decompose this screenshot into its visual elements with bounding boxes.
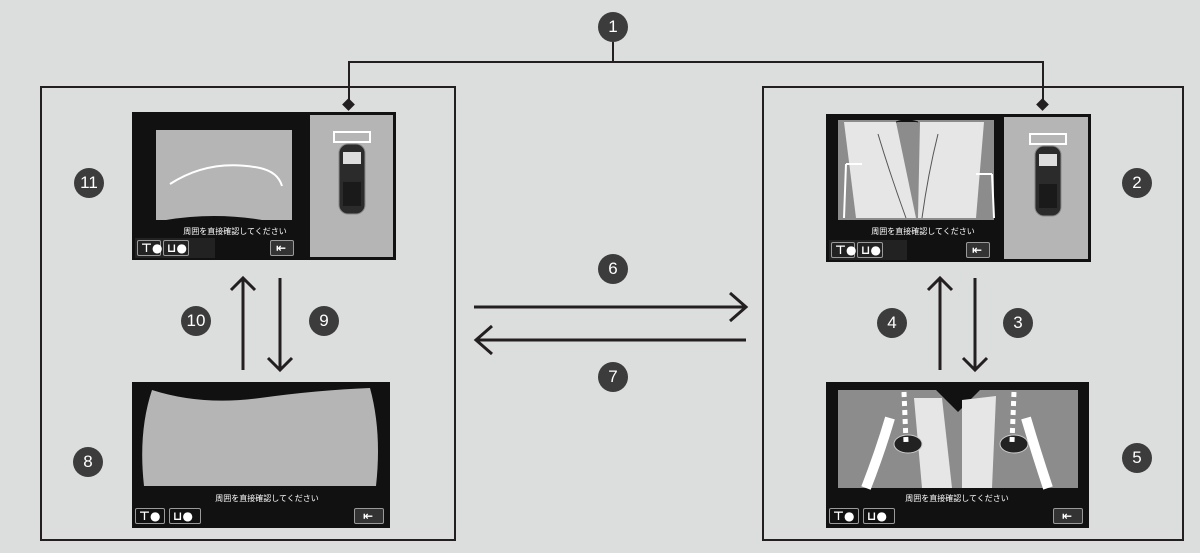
- right-mode-panel: [762, 86, 1184, 541]
- sensor-icon[interactable]: ⊤●: [137, 240, 162, 256]
- callout-badge-5: 5: [1122, 443, 1152, 473]
- camera-view-top-right: [838, 117, 1088, 259]
- guide-line-icon[interactable]: ⊔●: [169, 508, 201, 524]
- exit-icon[interactable]: ⇤: [354, 508, 384, 524]
- caption-bottom-right: 周囲を直接確認してください: [905, 494, 1009, 503]
- caption-top-left: 周囲を直接確認してください: [183, 227, 287, 236]
- callout-badge-4: 4: [877, 308, 907, 338]
- icon-bar-top-left: [135, 238, 215, 258]
- callout-badge-6: 6: [598, 254, 628, 284]
- sensor-icon[interactable]: ⊤●: [135, 508, 165, 524]
- arrow-up-left: [229, 275, 257, 370]
- car-top-view-icon: [1029, 133, 1067, 217]
- callout-badge-9: 9: [309, 306, 339, 336]
- arrow-left-horizontal: [473, 324, 746, 356]
- exit-icon[interactable]: ⇤: [1053, 508, 1083, 524]
- arrow-right-horizontal: [474, 291, 749, 323]
- exit-icon[interactable]: ⇤: [270, 240, 294, 256]
- car-top-view-icon: [333, 131, 371, 215]
- arrow-down-right: [961, 278, 989, 373]
- callout-badge-2: 2: [1122, 168, 1152, 198]
- callout-badge-7: 7: [598, 362, 628, 392]
- guide-line-icon[interactable]: ⊔●: [857, 242, 883, 258]
- caption-top-right: 周囲を直接確認してください: [871, 227, 975, 236]
- screen-bottom-right: 周囲を直接確認してください ⊤● ⊔● ⇤: [826, 382, 1089, 528]
- screen-top-right: 周囲を直接確認してください ⊤● ⊔● ⇤: [826, 114, 1091, 262]
- caption-bottom-left: 周囲を直接確認してください: [215, 494, 319, 503]
- callout-badge-11: 11: [74, 168, 104, 198]
- screen-top-left: 周囲を直接確認してください ⊤● ⊔● ⇤: [132, 112, 396, 260]
- camera-view-bottom-right: [838, 390, 1078, 490]
- left-mode-panel: [40, 86, 456, 541]
- guide-line-icon[interactable]: ⊔●: [863, 508, 895, 524]
- sensor-icon[interactable]: ⊤●: [831, 242, 856, 258]
- arrow-down-left: [266, 278, 294, 373]
- callout-badge-10: 10: [181, 306, 211, 336]
- icon-bar-top-right: [829, 240, 907, 260]
- camera-view-bottom-left: [142, 388, 378, 486]
- sensor-icon[interactable]: ⊤●: [829, 508, 859, 524]
- callout-badge-8: 8: [73, 447, 103, 477]
- camera-view-top-left: [156, 115, 393, 257]
- callout-badge-3: 3: [1003, 308, 1033, 338]
- callout-badge-1: 1: [598, 12, 628, 42]
- exit-icon[interactable]: ⇤: [966, 242, 990, 258]
- arrow-up-right: [926, 275, 954, 370]
- guide-line-icon[interactable]: ⊔●: [163, 240, 189, 256]
- screen-bottom-left: 周囲を直接確認してください ⊤● ⊔● ⇤: [132, 382, 390, 528]
